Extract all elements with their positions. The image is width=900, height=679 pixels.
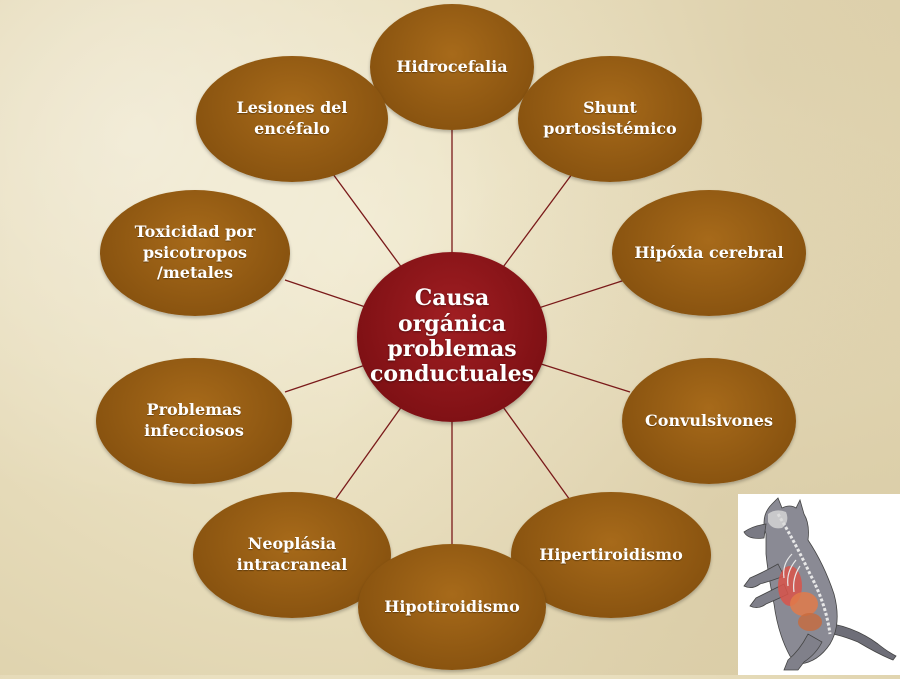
node-hidrocefalia: Hidrocefalia bbox=[370, 4, 534, 130]
center-node: Causa orgánica problemas conductuales bbox=[357, 252, 547, 422]
node-hipoxia: Hipóxia cerebral bbox=[612, 190, 806, 316]
node-label: Hipóxia cerebral bbox=[634, 243, 783, 264]
node-label: Hipotiroidismo bbox=[384, 597, 520, 618]
node-label: Lesiones del encéfalo bbox=[236, 98, 347, 140]
node-label: Neoplásia intracraneal bbox=[237, 534, 348, 576]
node-label: Hidrocefalia bbox=[396, 57, 507, 78]
center-label: Causa orgánica problemas conductuales bbox=[370, 286, 534, 387]
node-label: Shunt portosistémico bbox=[543, 98, 676, 140]
node-lesiones: Lesiones del encéfalo bbox=[196, 56, 388, 182]
node-shunt: Shunt portosistémico bbox=[518, 56, 702, 182]
node-label: Hipertiroidismo bbox=[539, 545, 683, 566]
dog-illustration-panel bbox=[738, 494, 900, 675]
node-hipotiroidismo: Hipotiroidismo bbox=[358, 544, 546, 670]
node-infecciosos: Problemas infecciosos bbox=[96, 358, 292, 484]
node-label: Toxicidad por psicotropos /metales bbox=[135, 222, 256, 284]
node-label: Convulsivones bbox=[645, 411, 773, 432]
node-convulsiones: Convulsivones bbox=[622, 358, 796, 484]
node-toxicidad: Toxicidad por psicotropos /metales bbox=[100, 190, 290, 316]
dog-anatomy-icon bbox=[738, 494, 900, 675]
node-label: Problemas infecciosos bbox=[144, 400, 244, 442]
